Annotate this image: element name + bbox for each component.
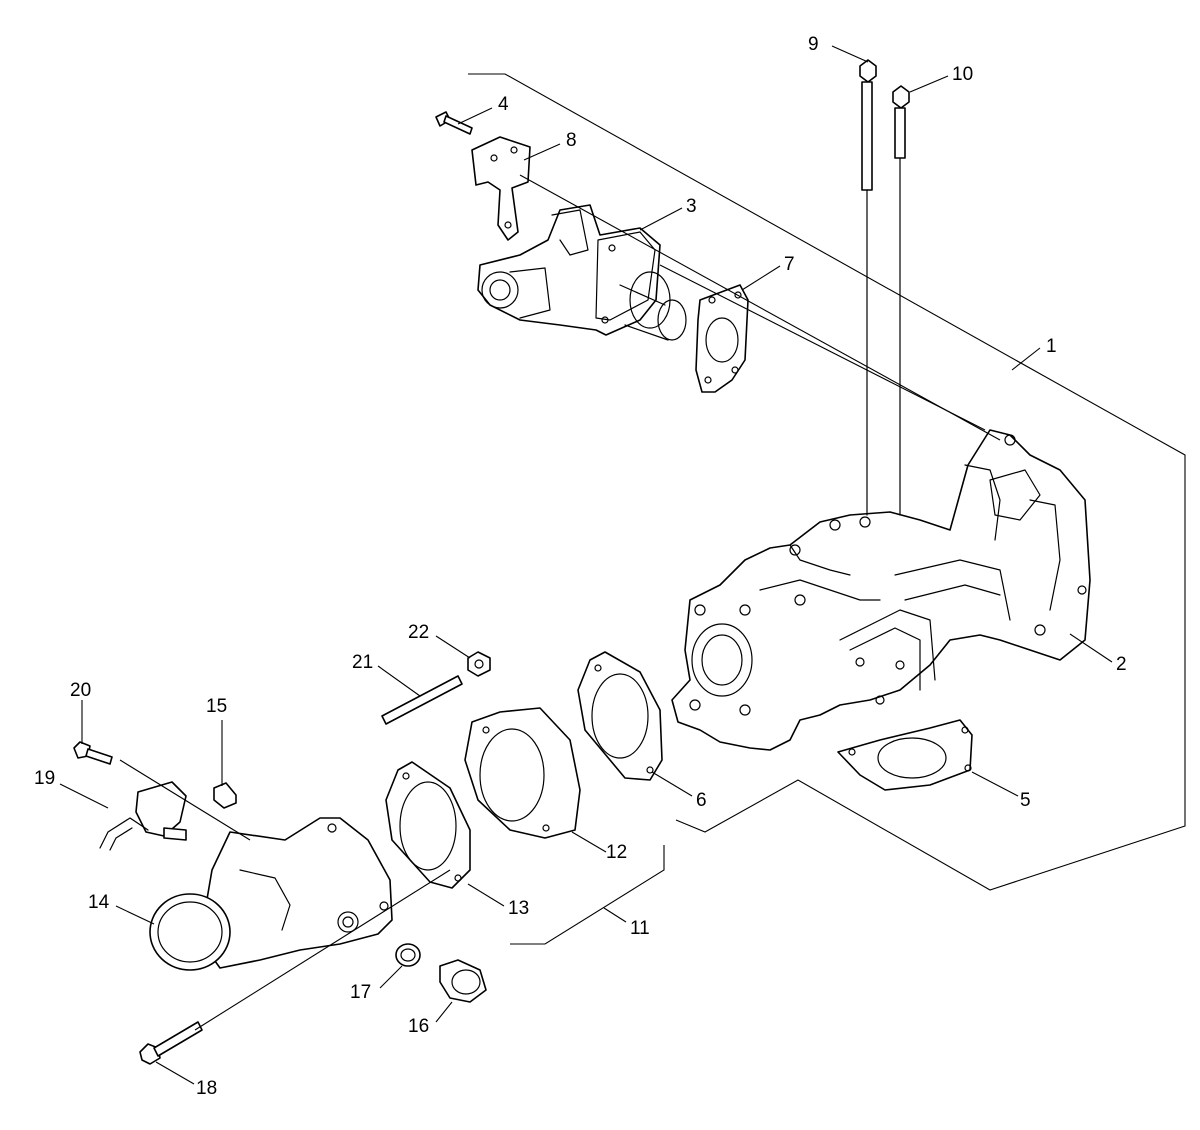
gasket-part <box>695 284 749 393</box>
callout-18: 18 <box>196 1078 217 1099</box>
callout-14: 14 <box>88 892 110 913</box>
adapter-part <box>464 707 581 839</box>
callout-3: 3 <box>686 196 697 217</box>
callout-1: 1 <box>1046 336 1057 357</box>
callout-22: 22 <box>408 622 429 643</box>
adapter-gasket-part <box>577 651 663 781</box>
callout-6: 6 <box>696 790 707 811</box>
callout-19: 19 <box>34 768 55 789</box>
leader-lines <box>59 45 1113 1085</box>
housing-gasket-part <box>385 761 471 889</box>
callout-4: 4 <box>498 94 509 115</box>
callout-15: 15 <box>206 696 227 717</box>
callout-17: 17 <box>350 982 371 1003</box>
nut-part <box>467 651 491 677</box>
bolt-part <box>435 111 473 135</box>
bracket-part <box>471 136 531 241</box>
intake-manifold-part <box>671 429 1091 751</box>
callout-8: 8 <box>566 130 577 151</box>
manifold-gasket-part <box>837 719 973 791</box>
housing-bolt-part <box>139 1021 203 1065</box>
callout-13: 13 <box>508 898 529 919</box>
callout-10: 10 <box>952 64 973 85</box>
short-bolt-part <box>892 85 910 516</box>
drain-plug-part <box>439 959 487 1003</box>
assembly-bracket-11 <box>510 845 665 945</box>
callout-5: 5 <box>1020 790 1031 811</box>
o-ring-part <box>395 943 421 967</box>
callout-21: 21 <box>352 652 373 673</box>
thermostat-housing-part <box>149 817 393 971</box>
callout-16: 16 <box>408 1016 429 1037</box>
callout-11: 11 <box>630 918 650 939</box>
callout-7: 7 <box>784 254 795 275</box>
sensor-bolt-part <box>73 741 113 765</box>
callout-12: 12 <box>606 842 627 863</box>
callout-labels: 1 2 3 4 5 6 7 8 9 10 11 12 13 14 15 16 1… <box>34 34 1127 1099</box>
long-bolt-part <box>859 59 877 516</box>
plug-part <box>213 782 237 809</box>
callout-20: 20 <box>70 680 91 701</box>
stud-part <box>381 675 463 725</box>
callout-9: 9 <box>808 34 819 55</box>
callout-2: 2 <box>1116 654 1127 675</box>
assembly-bracket-1 <box>468 73 1186 891</box>
temperature-sensor-part <box>99 781 187 851</box>
throttle-body-part <box>477 204 687 341</box>
